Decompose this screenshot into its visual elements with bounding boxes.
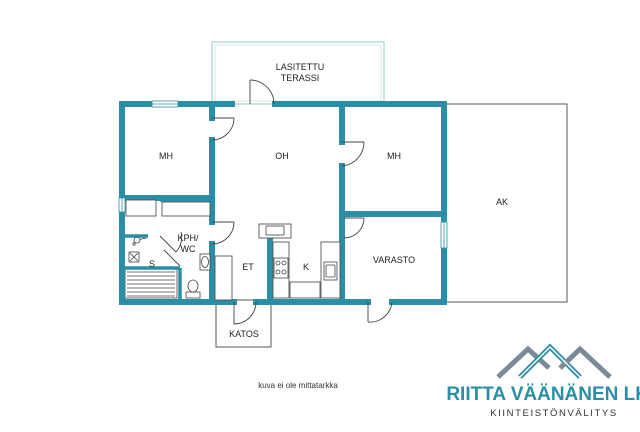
room-label-oh: OH [275, 151, 289, 161]
room-label-kph-line2: WC [181, 244, 196, 254]
brand-tagline: KIINTEISTÖNVÄLITYS [490, 408, 618, 419]
walls [119, 101, 447, 305]
stove-icon [273, 257, 289, 279]
room-label-k: K [303, 262, 309, 272]
toilet-icon [185, 279, 201, 299]
scale-note: kuva ei ole mittatarkka [258, 381, 338, 390]
sauna-stove-icon [128, 251, 140, 263]
room-label-varasto: VARASTO [373, 255, 415, 265]
house-roof-logo-icon [496, 343, 612, 379]
room-label-s: S [149, 259, 155, 269]
room-label-ak: AK [496, 197, 508, 207]
room-label-kph-line1: KPH/ [177, 233, 199, 243]
sink-icon [323, 261, 338, 281]
room-label-katos: KATOS [229, 329, 259, 339]
door-swing-icon [159, 79, 393, 325]
brand-name: RIITTA VÄÄNÄNEN LKV [446, 384, 640, 405]
room-label-mh-right: MH [387, 151, 401, 161]
shower-icon [132, 236, 147, 246]
katos-outline [215, 299, 272, 348]
window-icon [118, 100, 448, 249]
room-label-terrace-line2: TERASSI [281, 73, 320, 83]
bathroom-walls [125, 198, 212, 300]
room-label-mh-left: MH [159, 151, 173, 161]
room-label-terrace-line1: LASITETTU [276, 62, 325, 72]
bathroom-sink-icon [199, 253, 211, 271]
room-label-et: ET [242, 262, 254, 272]
sauna-bench [124, 267, 178, 299]
